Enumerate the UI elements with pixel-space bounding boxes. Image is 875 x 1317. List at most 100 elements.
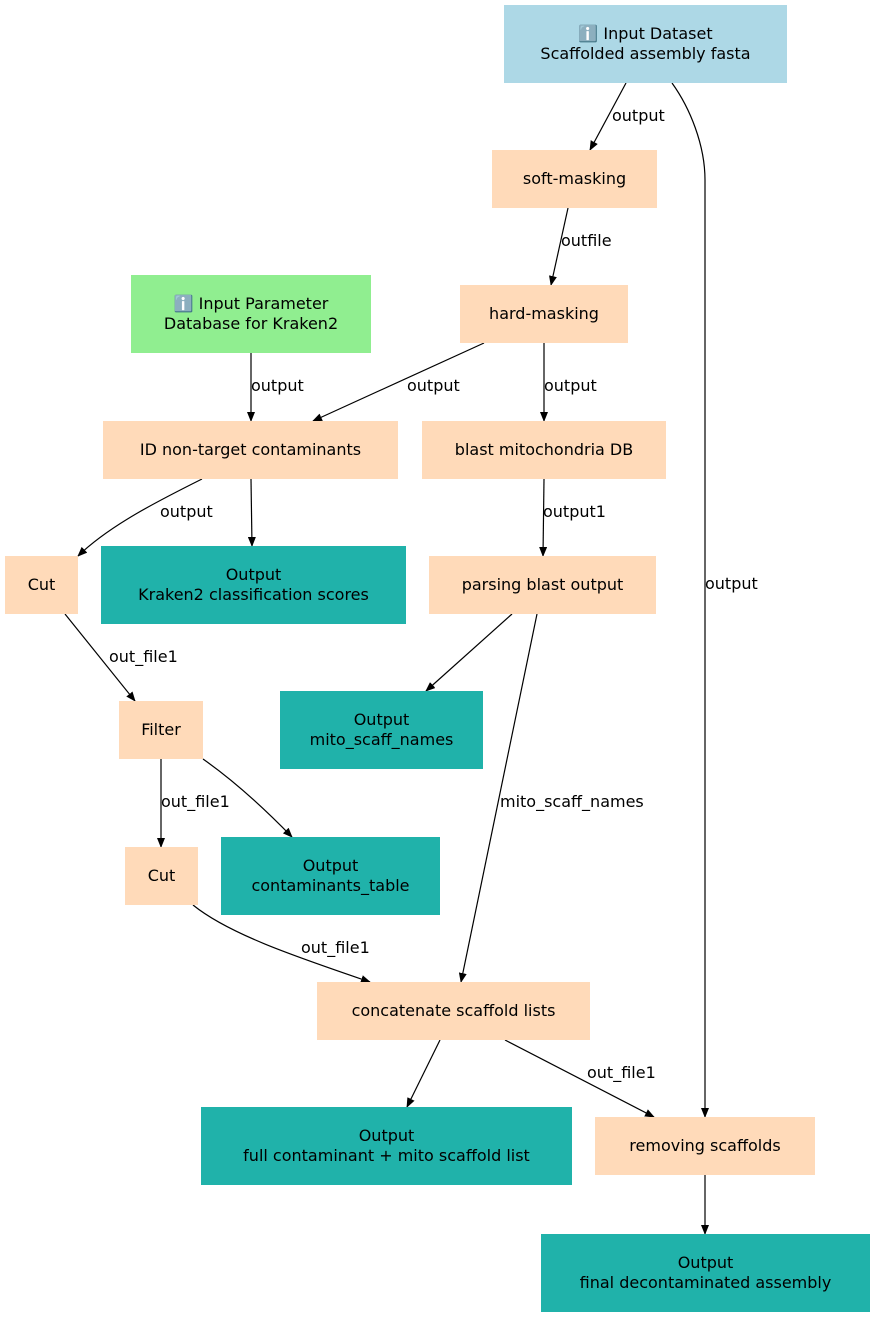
node-label: mito_scaff_names — [310, 730, 454, 750]
edge-label: output — [251, 376, 304, 395]
edge-line — [202, 758, 293, 838]
edge-line — [539, 478, 548, 557]
edge-line — [77, 478, 203, 557]
edge-label: output — [544, 376, 597, 395]
node-label: blast mitochondria DB — [455, 440, 633, 459]
edge-label: mito_scaff_names — [500, 792, 644, 812]
node-blast-mito: blast mitochondria DB — [422, 421, 666, 479]
step-box — [460, 285, 628, 343]
edge-label: output — [407, 376, 460, 395]
edge-blast-mito-to-parsing-blast: output1 — [539, 478, 606, 557]
edge-hard-masking-to-blast-mito: output — [540, 343, 597, 422]
node-label: Scaffolded assembly fasta — [540, 44, 750, 63]
edge-line — [458, 613, 538, 983]
edge-line — [589, 82, 627, 151]
edge-label: out_file1 — [109, 647, 178, 667]
edge-line — [425, 613, 513, 692]
edge-label: outfile — [561, 231, 612, 250]
edge-label: output — [612, 106, 665, 125]
node-label: concatenate scaffold lists — [352, 1001, 556, 1020]
edge-input-dataset-to-soft-masking: output — [589, 82, 665, 151]
step-box — [429, 556, 656, 614]
step-box — [119, 701, 203, 759]
edge-label: output1 — [543, 502, 606, 521]
edge-input-dataset-to-removing: output — [671, 82, 758, 1118]
edge-id-non-target-to-cut-1: output — [77, 478, 213, 557]
node-label: Output — [303, 856, 359, 875]
node-label: Kraken2 classification scores — [138, 585, 369, 604]
step-box — [125, 847, 198, 905]
node-label: final decontaminated assembly — [580, 1273, 832, 1292]
edge-line — [64, 613, 136, 702]
node-id-non-target: ID non-target contaminants — [103, 421, 398, 479]
output-box — [201, 1107, 572, 1185]
edge-parsing-blast-to-out-mito-names — [425, 613, 513, 692]
edge-id-non-target-to-out-kraken — [247, 478, 256, 547]
edge-label: out_file1 — [161, 792, 230, 812]
edges-layer: output output outfile output output output out… — [64, 82, 758, 1235]
node-label: ℹ️ Input Dataset — [578, 24, 712, 43]
node-label: ℹ️ Input Parameter — [174, 294, 329, 313]
edge-filter-to-out-contam-table — [202, 758, 293, 838]
node-soft-masking: soft-masking — [492, 150, 657, 208]
input_parameter-box — [131, 275, 371, 353]
edge-concat-to-out-full-list — [406, 1039, 441, 1108]
edge-label: output — [160, 502, 213, 521]
node-label: Output — [354, 710, 410, 729]
node-label: parsing blast output — [462, 575, 624, 594]
node-label: soft-masking — [523, 169, 626, 188]
output-box — [221, 837, 440, 915]
node-cut-1: Cut — [5, 556, 78, 614]
node-hard-masking: hard-masking — [460, 285, 628, 343]
node-label: contaminants_table — [251, 876, 409, 896]
output-box — [541, 1234, 870, 1312]
output-box — [101, 546, 406, 624]
step-box — [492, 150, 657, 208]
node-label: Cut — [28, 575, 56, 594]
node-filter: Filter — [119, 701, 203, 759]
edge-label: out_file1 — [587, 1063, 656, 1083]
edge-filter-to-cut-2: out_file1 — [157, 759, 230, 848]
node-label: Output — [359, 1126, 415, 1145]
node-label: Output — [678, 1253, 734, 1272]
edge-input-parameter-to-id-non-target: output — [247, 353, 304, 422]
step-box — [317, 982, 590, 1040]
node-label: Cut — [148, 866, 176, 885]
input_dataset-box — [504, 5, 787, 83]
step-box — [5, 556, 78, 614]
edge-cut-1-to-filter: out_file1 — [64, 613, 178, 702]
node-cut-2: Cut — [125, 847, 198, 905]
edge-line — [406, 1039, 441, 1108]
edge-hard-masking-to-id-non-target: output — [312, 342, 485, 422]
output-box — [280, 691, 483, 769]
node-label: Filter — [141, 720, 181, 739]
edge-line — [192, 904, 371, 983]
edge-label: out_file1 — [301, 938, 370, 958]
edge-line — [312, 342, 485, 422]
step-box — [595, 1117, 815, 1175]
node-label: Output — [226, 565, 282, 584]
node-label: ID non-target contaminants — [140, 440, 361, 459]
node-parsing-blast: parsing blast output — [429, 556, 656, 614]
edge-line — [247, 478, 256, 547]
edge-parsing-blast-to-concat: mito_scaff_names — [458, 613, 644, 983]
step-box — [103, 421, 398, 479]
edge-cut-2-to-concat: out_file1 — [192, 904, 371, 983]
node-concat: concatenate scaffold lists — [317, 982, 590, 1040]
edge-label: output — [705, 574, 758, 593]
edge-soft-masking-to-hard-masking: outfile — [549, 207, 612, 286]
node-label: full contaminant + mito scaffold list — [243, 1146, 530, 1165]
node-label: hard-masking — [489, 304, 599, 323]
edge-line — [549, 207, 569, 286]
node-removing: removing scaffolds — [595, 1117, 815, 1175]
node-label: removing scaffolds — [629, 1136, 780, 1155]
